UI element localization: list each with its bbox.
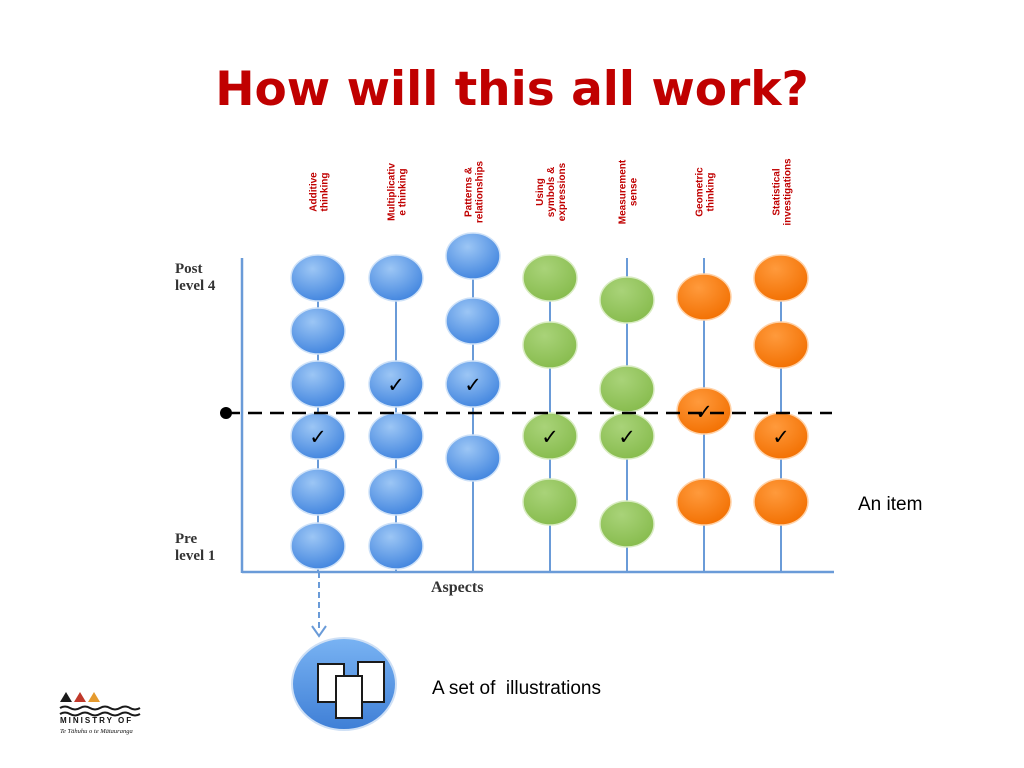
slide-title: How will this all work? <box>215 62 809 117</box>
item-circle <box>676 387 732 435</box>
item-circle <box>445 434 501 482</box>
aspect-column: ✓ Measurementsense <box>599 159 655 572</box>
aspect-column-label-line: expressions <box>557 162 568 221</box>
item-circle <box>445 297 501 345</box>
x-axis-label: Aspects <box>431 579 483 596</box>
logo-wave-icon <box>59 705 141 711</box>
y-bottom-label: Pre level 1 <box>175 531 215 564</box>
logo-text: MINISTRY OF <box>60 716 134 725</box>
aspect-column: ✓ Statisticalinvestigations <box>753 158 809 572</box>
item-circle <box>290 254 346 302</box>
item-circle <box>368 412 424 460</box>
y-top-line-1: Post <box>175 261 203 277</box>
item-circle <box>599 276 655 324</box>
aspect-column-label: Measurementsense <box>618 159 640 224</box>
checkmark-icon: ✓ <box>541 425 559 449</box>
item-circle <box>290 468 346 516</box>
aspect-column-label: Patterns &relationships <box>464 160 486 223</box>
item-circle <box>753 478 809 526</box>
logo-triangle-icon <box>88 692 100 702</box>
aspect-column: ✓ Usingsymbols &expressions <box>522 162 578 572</box>
y-top-line-2: level 4 <box>175 278 216 294</box>
aspect-column-label-line: thinking <box>320 173 331 212</box>
logo-subtext: Te Tāhuhu o te Mātauranga <box>60 728 133 735</box>
item-circle <box>676 273 732 321</box>
aspect-column-label-line: relationships <box>475 160 486 223</box>
item-circle <box>290 360 346 408</box>
item-circle <box>368 254 424 302</box>
logo-wave-icon <box>59 711 141 717</box>
checkmark-icon: ✓ <box>387 373 405 397</box>
item-circle <box>368 522 424 570</box>
item-circle <box>445 232 501 280</box>
checkmark-icon: ✓ <box>618 425 636 449</box>
aspect-column-label: Geometricthinking <box>695 167 717 217</box>
aspect-column: ✓ Multiplicative thinking <box>368 163 424 572</box>
item-circle <box>290 522 346 570</box>
columns: ✓Additivethinking✓Multiplicative thinkin… <box>290 158 809 572</box>
y-top-label: Post level 4 <box>175 261 216 294</box>
aspect-column-label-line: Measurement <box>618 159 629 224</box>
illustrations-icon <box>291 637 397 731</box>
checkmark-icon: ✓ <box>309 425 327 449</box>
aspect-column-label-line: symbols & <box>546 167 557 218</box>
item-circle <box>676 478 732 526</box>
y-bottom-line-2: level 1 <box>175 548 215 564</box>
checkmark-icon: ✓ <box>695 400 713 424</box>
y-bottom-line-1: Pre <box>175 531 198 547</box>
item-circle <box>522 321 578 369</box>
item-circle <box>445 360 501 408</box>
arrowhead-icon <box>311 625 327 638</box>
item-circle <box>753 254 809 302</box>
aspect-column-label-line: Using <box>535 178 546 206</box>
aspect-column-label: Multiplicative thinking <box>387 163 409 221</box>
item-note: An item <box>858 494 923 515</box>
aspect-column: ✓ Additivethinking <box>290 172 346 572</box>
item-circle <box>599 500 655 548</box>
aspect-column-label-line: sense <box>629 177 640 206</box>
aspect-column-label: Statisticalinvestigations <box>772 158 794 226</box>
aspect-column-label: Usingsymbols &expressions <box>535 162 568 221</box>
checkmark-icon: ✓ <box>464 373 482 397</box>
aspect-column-label-line: investigations <box>783 158 794 226</box>
aspect-column-label-line: Multiplicativ <box>387 163 398 221</box>
item-circle <box>368 360 424 408</box>
item-circle <box>599 365 655 413</box>
checkmark-icon: ✓ <box>772 425 790 449</box>
aspect-column-label-line: Patterns & <box>464 167 475 217</box>
item-circle <box>753 321 809 369</box>
item-circle <box>522 412 578 460</box>
logo-triangle-icon <box>74 692 86 702</box>
aspect-column-label-line: thinking <box>706 173 717 212</box>
aspect-column-label-line: e thinking <box>398 168 409 215</box>
aspect-column: ✓ Geometricthinking <box>676 167 732 572</box>
logo-triangle-icon <box>60 692 72 702</box>
aspect-column-label-line: Statistical <box>772 168 783 215</box>
aspect-column: ✓ Patterns &relationships <box>445 160 501 572</box>
item-circle <box>522 478 578 526</box>
aspect-column-label: Additivethinking <box>309 172 331 212</box>
item-circle <box>522 254 578 302</box>
ministry-logo <box>59 692 141 717</box>
illustrations-note: A set of illustrations <box>432 678 601 699</box>
item-circle <box>290 307 346 355</box>
item-circle <box>368 468 424 516</box>
aspect-column-label-line: Additive <box>309 172 320 212</box>
progress-line-start-dot <box>220 407 232 419</box>
aspect-column-label-line: Geometric <box>695 167 706 217</box>
